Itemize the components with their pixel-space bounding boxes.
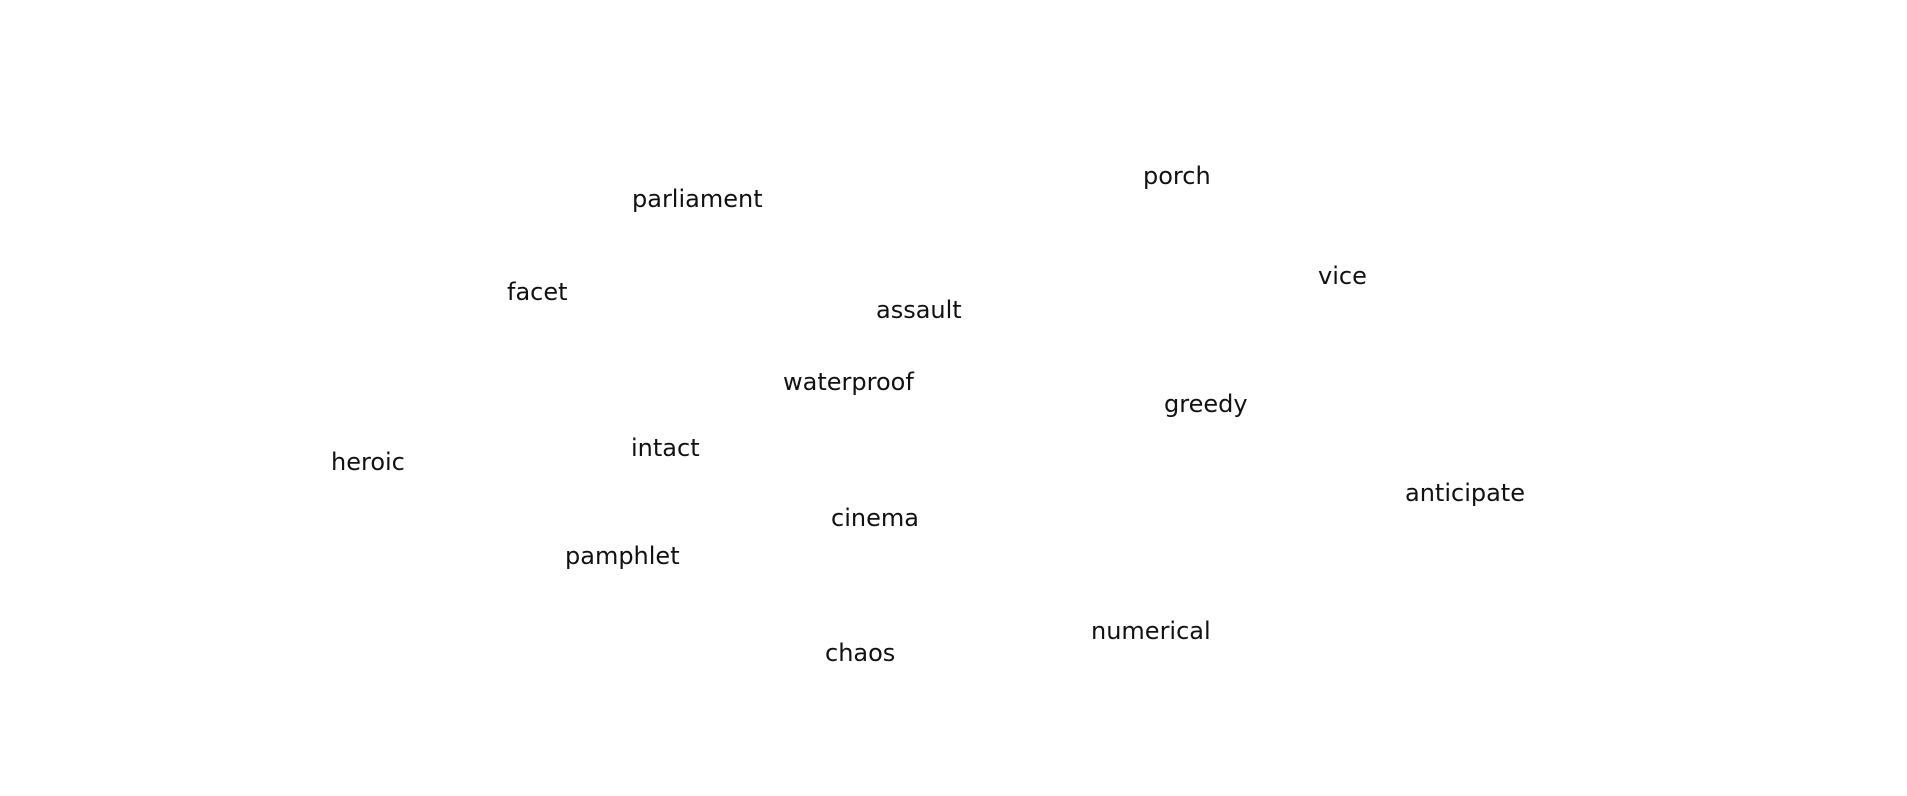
word-heroic: heroic — [331, 448, 405, 476]
word-pamphlet: pamphlet — [565, 542, 680, 570]
word-facet: facet — [507, 278, 568, 306]
word-intact: intact — [631, 434, 700, 462]
word-porch: porch — [1143, 162, 1211, 190]
word-vice: vice — [1318, 262, 1367, 290]
word-numerical: numerical — [1091, 617, 1211, 645]
word-assault: assault — [876, 296, 962, 324]
word-waterproof: waterproof — [783, 368, 914, 396]
word-chaos: chaos — [825, 639, 896, 667]
word-cinema: cinema — [831, 504, 919, 532]
word-parliament: parliament — [632, 185, 763, 213]
word-greedy: greedy — [1164, 390, 1248, 418]
word-anticipate: anticipate — [1405, 479, 1525, 507]
